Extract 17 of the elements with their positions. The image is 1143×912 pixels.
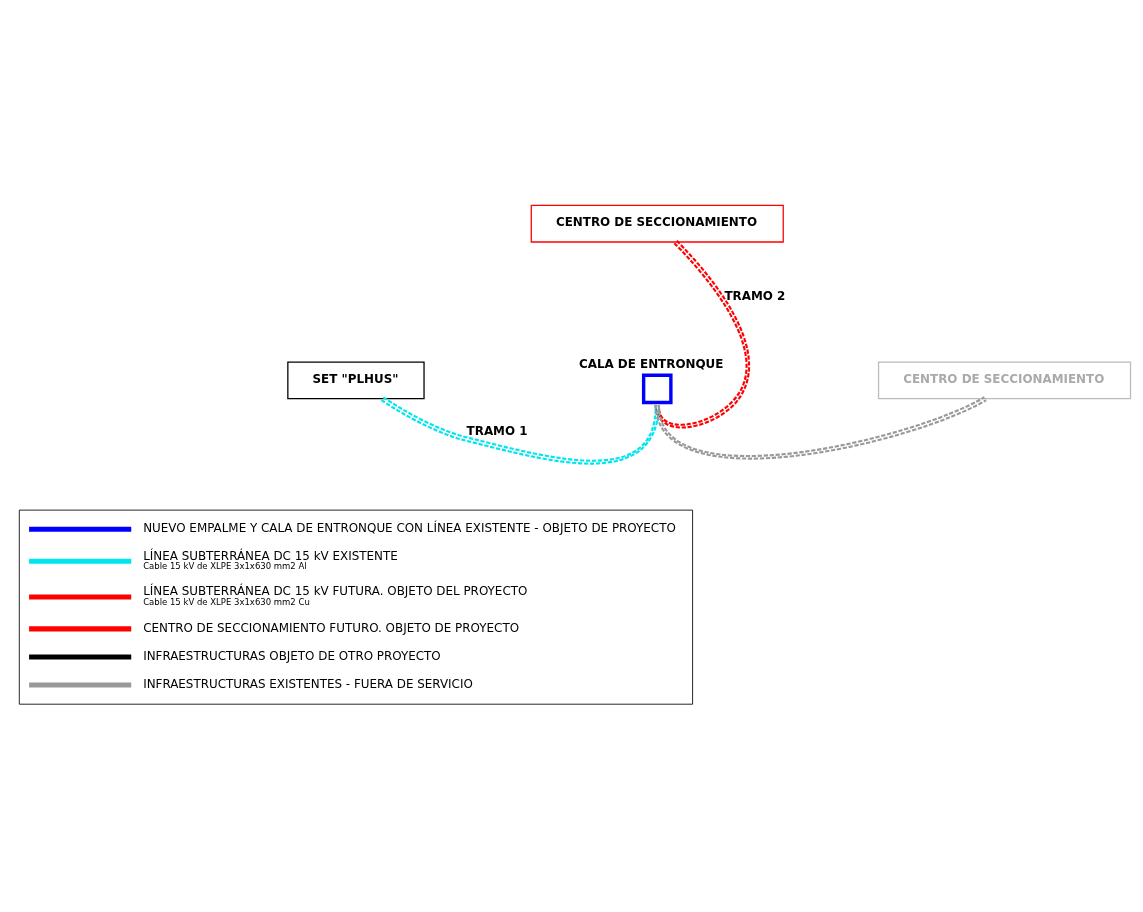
connector [380,395,660,465]
legend-label: LÍNEA SUBTERRÁNEA DC 15 kV FUTURA. OBJETO DEL PROYECTO [143,583,528,598]
label: Cable 15 kV de XLPE 3x1x630 mm2 Al [143,560,307,571]
legend-label: INFRAESTRUCTURAS OBJETO DE OTRO PROYECTO [143,648,441,663]
node-box: CENTRO DE SECCIONAMIENTO [530,204,784,243]
edge-label: TRAMO 2 [724,288,786,303]
legend-label: NUEVO EMPALME Y CALA DE ENTRONQUE CON LÍNEA EXISTENTE - OBJETO DE PROYECTO [143,520,676,535]
legend-label: LÍNEA SUBTERRÁNEA DC 15 kV EXISTENTE [143,548,398,563]
legend-label: INFRAESTRUCTURAS EXISTENTES - FUERA DE SERVICIO [143,676,473,691]
node-box: CENTRO DE SECCIONAMIENTO [877,360,1132,399]
label: Cable 15 kV de XLPE 3x1x630 mm2 Cu [143,596,310,607]
edge-label: TRAMO 1 [466,423,528,438]
node-box: SET "PLHUS" [287,360,425,399]
connector [654,395,987,459]
node-label: CALA DE ENTRONQUE [578,356,724,371]
legend-label: CENTRO DE SECCIONAMIENTO FUTURO. OBJETO DE PROYECTO [143,620,520,635]
node-box [641,373,673,404]
